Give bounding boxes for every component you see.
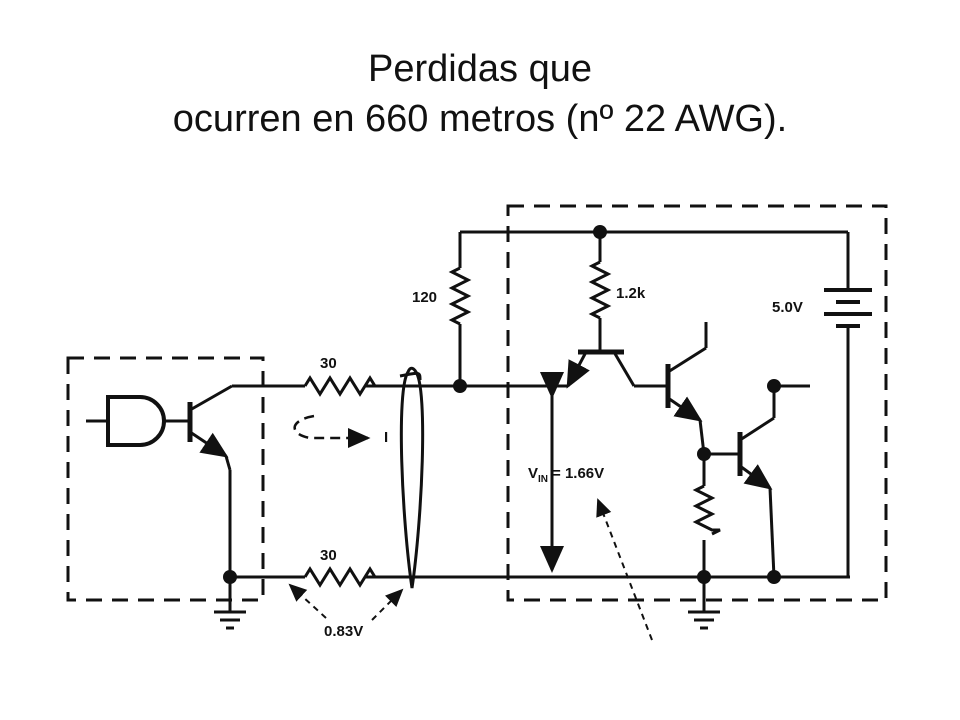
receiver-enclosure	[506, 204, 888, 602]
second-transistor	[665, 322, 708, 455]
label-ground-drop: 0.83V	[324, 623, 363, 640]
driver-enclosure	[66, 356, 265, 602]
driver-ground-icon	[214, 577, 246, 630]
label-r-bottom: 30	[320, 547, 337, 564]
title-line-1: Perdidas que	[368, 48, 592, 90]
resistor-emitter	[692, 484, 721, 536]
and-gate	[86, 395, 190, 447]
drop-callout-left	[288, 583, 327, 619]
junction-dots	[223, 225, 781, 584]
slide-title: Perdidas que ocurren en 660 metros (nº 2…	[0, 44, 960, 144]
receiver-ground-icon	[688, 577, 720, 630]
battery-icon	[824, 288, 872, 328]
label-r-pullup: 120	[412, 289, 437, 306]
title-line-2: ocurren en 660 metros (nº 22 AWG).	[172, 98, 788, 140]
vin-callout	[596, 498, 653, 641]
resistor-collector	[588, 260, 612, 320]
output-transistor	[737, 386, 776, 578]
current-arrow	[293, 414, 371, 448]
resistor-pullup	[448, 266, 472, 326]
label-vin: VIN= 1.66V	[528, 465, 604, 485]
resistor-top-line	[303, 375, 377, 397]
label-current: I	[384, 429, 388, 446]
driver-transistor	[187, 384, 233, 471]
label-r-top: 30	[320, 355, 337, 372]
label-battery: 5.0V	[772, 299, 803, 316]
input-transistor	[566, 349, 636, 389]
label-r-collector: 1.2k	[616, 285, 646, 302]
resistor-bottom-line	[303, 566, 377, 588]
drop-callout-right	[371, 588, 404, 621]
twisted-pair-icon	[399, 366, 425, 589]
